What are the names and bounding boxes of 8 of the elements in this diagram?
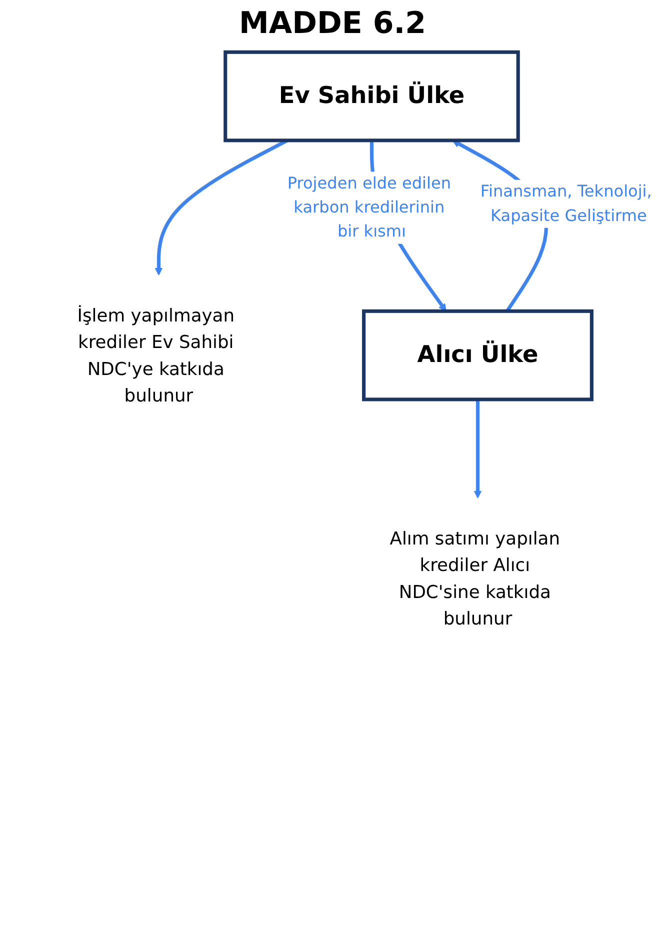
node-box: Alıcı Ülke (362, 309, 594, 402)
node-text: Alım satımı yapılan krediler Alıcı NDC'sine katkıda bulunur (390, 527, 560, 630)
node-text: İşlem yapılmayan krediler Ev Sahibi NDC'ye katkıda bulunur (77, 304, 235, 406)
title: MADDE 6.2 (238, 6, 427, 41)
arrow (474, 399, 482, 498)
node-box: Ev Sahibi Ülke (224, 50, 520, 142)
edge-label: Projeden elde edilen karbon kredilerinin bir kısmı (287, 174, 452, 242)
edge-label: Finansman, Teknoloji, Kapasite Geliştirme (480, 182, 652, 226)
